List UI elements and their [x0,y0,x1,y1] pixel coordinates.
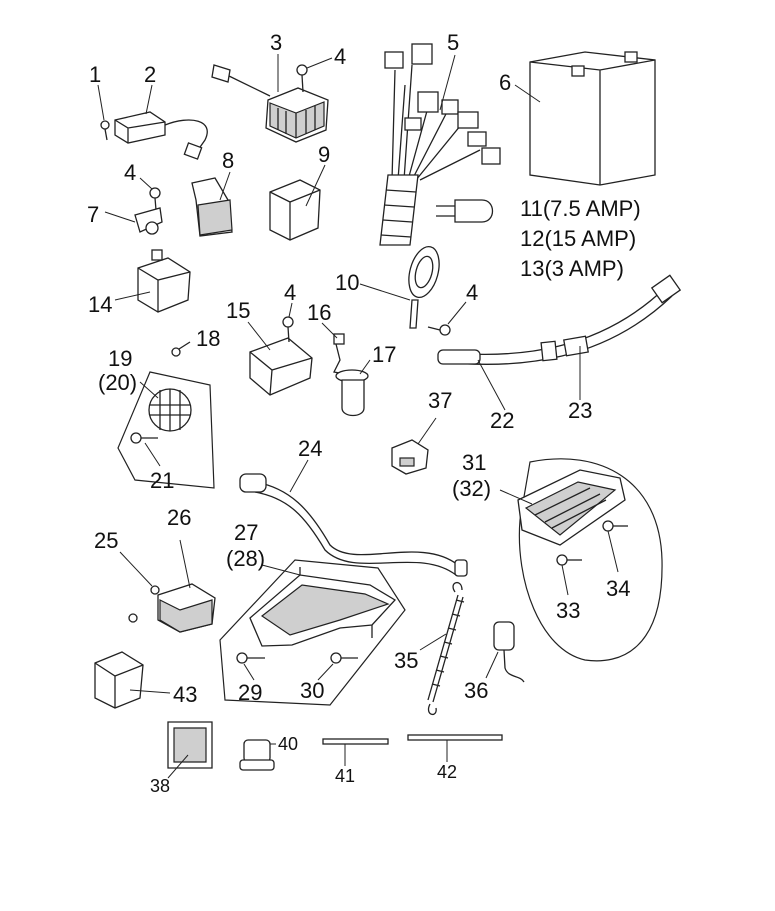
callout-4a: 4 [334,44,346,69]
callout-43: 43 [173,682,197,707]
callout-8: 8 [222,148,234,173]
callout-27: 27 [234,520,258,545]
part-38-pad [167,721,213,779]
callout-14: 14 [88,292,112,317]
part-10-horn [359,245,440,329]
part-15-cdi-unit [247,321,313,396]
part-5-wiring-harness [379,43,501,246]
callout-13: 13(3 AMP) [520,256,624,281]
callout-33: 33 [556,598,580,623]
part-41-strip [322,738,389,766]
part-18-screw [171,341,191,357]
callout-29: 29 [238,680,262,705]
part-17-socket [335,359,371,417]
callout-2: 2 [144,62,156,87]
part-6-battery [514,51,656,186]
callout-22: 22 [490,408,514,433]
part-35-spring [419,582,465,715]
callout-42: 42 [437,762,457,782]
part-43-relay [94,651,171,709]
callout-26: 26 [167,505,191,530]
fuse-icon [436,199,494,223]
part-1-screw [97,84,110,141]
callout-25: 25 [94,528,118,553]
callout-38: 38 [150,776,170,796]
callout-6: 6 [499,70,511,95]
callout-36: 36 [464,678,488,703]
callout-15: 15 [226,298,250,323]
part-24-cable [239,459,468,577]
callout-11: 11(7.5 AMP) [520,196,641,221]
callout-19: 19 [108,346,132,371]
callout-7: 7 [87,202,99,227]
callout-18: 18 [196,326,220,351]
callout-20: (20) [98,370,137,395]
callout-32: (32) [452,476,491,501]
part-4-bolt-right [427,301,467,336]
part-16-lead [321,322,351,376]
part-8-module [191,171,233,237]
part-7-bracket [104,207,163,235]
part-19-speaker-panel [117,371,215,489]
part-25-screw [119,551,160,623]
callout-30: 30 [300,678,324,703]
callout-41: 41 [335,766,355,786]
callout-4c: 4 [466,280,478,305]
part-42-strip [407,734,503,762]
part-14-module [114,249,191,313]
callout-40: 40 [278,734,298,754]
part-26-switch-housing [157,539,216,633]
callout-28: (28) [226,546,265,571]
callout-12: 12(15 AMP) [520,226,636,251]
callout-24: 24 [298,436,322,461]
callout-1: 1 [89,62,101,87]
part-3-regulator [211,54,329,143]
part-36-sensor [485,621,525,683]
callout-3: 3 [270,30,282,55]
callout-4d: 4 [284,280,296,305]
callout-10: 10 [335,270,359,295]
callout-23: 23 [568,398,592,423]
callout-4b: 4 [124,160,136,185]
callout-21: 21 [150,468,174,493]
part-4-bolt-middle [282,302,294,343]
part-22-23-cable [437,274,682,411]
callout-31: 31 [462,450,486,475]
callout-35: 35 [394,648,418,673]
part-9-relay [269,164,326,241]
callout-37: 37 [428,388,452,413]
part-27-headlight [219,559,406,706]
part-37-connector [391,417,437,475]
part-2-sensor [114,84,208,160]
callout-9: 9 [318,142,330,167]
part-31-tail-light [499,458,663,662]
part-4-bolt-left [139,177,161,211]
part-40-grommet [239,739,276,771]
callout-34: 34 [606,576,630,601]
part-4-bolt-top [296,57,333,93]
callout-17: 17 [372,342,396,367]
callout-5: 5 [447,30,459,55]
callout-16: 16 [307,300,331,325]
